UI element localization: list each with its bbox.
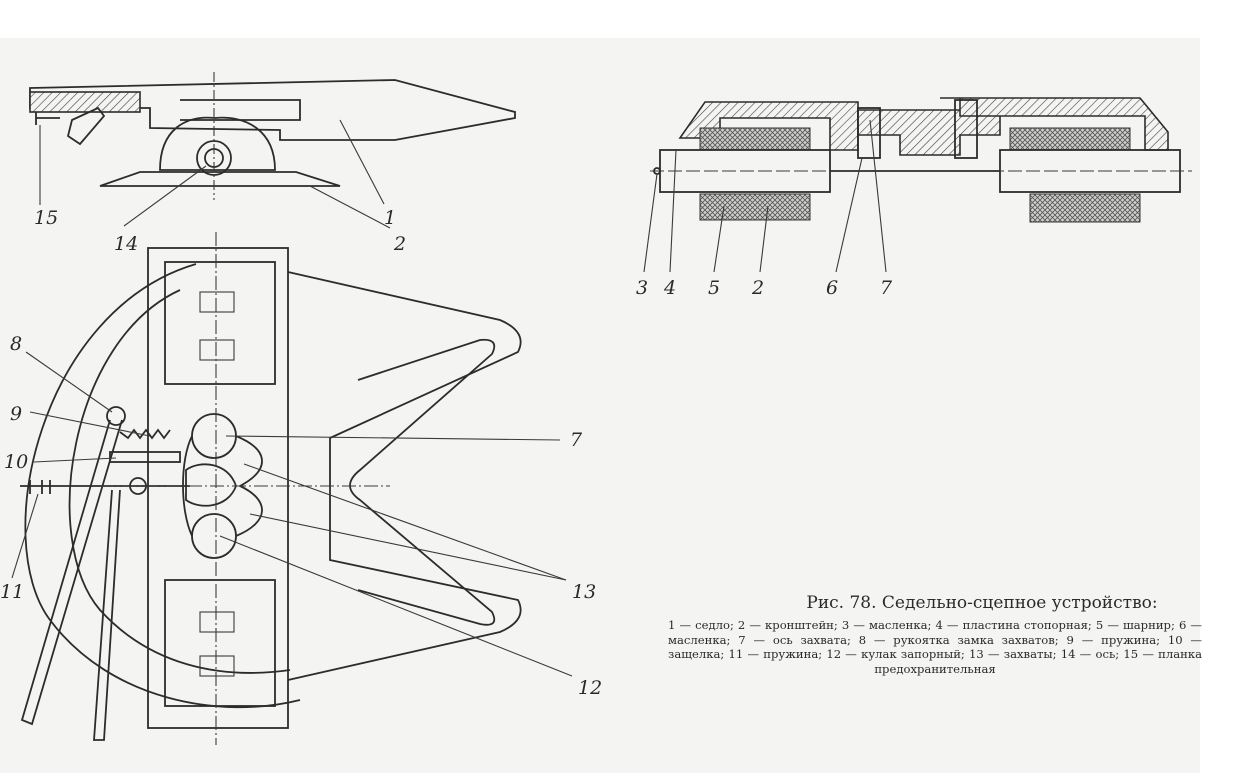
grip-axle-boss-right [954, 99, 978, 159]
saddle-slot [180, 99, 301, 121]
label-6: 6 [826, 277, 838, 299]
side-view: 15 14 1 2 [29, 72, 516, 255]
section-view: 3 4 5 2 6 7 [636, 97, 1192, 299]
lower-bearing-left [699, 193, 811, 221]
lock-handle-stub [66, 106, 106, 146]
leader-14 [123, 165, 207, 227]
label-12: 12 [578, 677, 602, 699]
leader-5 [713, 205, 725, 273]
grip-axle-lower [191, 513, 237, 559]
leader-6 [835, 157, 863, 273]
upper-block [164, 261, 276, 385]
leader-10 [33, 457, 117, 463]
saddle-wing-upper [287, 271, 522, 681]
pivot-bracket-body [159, 116, 276, 171]
label-14: 14 [114, 233, 138, 255]
lower-slot-1 [199, 611, 235, 633]
saddle-frame-outer [147, 247, 289, 729]
handle-pivot [106, 406, 126, 426]
lower-slot-2 [199, 655, 235, 677]
label-7-section: 7 [880, 277, 893, 299]
leader-13b [249, 513, 567, 581]
latch-10 [109, 451, 181, 463]
lower-bearing-right [1029, 193, 1141, 223]
safety-bar [35, 112, 60, 125]
label-2: 2 [393, 233, 406, 255]
lock-housing [29, 91, 141, 113]
bearing-pack-left [699, 127, 811, 151]
label-8: 8 [10, 333, 22, 355]
lock-handle-8 [20, 419, 123, 726]
label-5: 5 [708, 277, 720, 299]
label-10: 10 [4, 451, 28, 473]
plan-view: 8 9 10 11 7 13 12 [0, 232, 602, 745]
leader-11 [11, 493, 39, 579]
leader-2 [309, 185, 391, 229]
upper-slot-1 [199, 291, 235, 313]
upper-slot-2 [199, 339, 235, 361]
label-2-section: 2 [751, 277, 764, 299]
outer-arc [24, 263, 301, 709]
locking-cam [185, 463, 237, 507]
leader-8 [25, 351, 113, 413]
label-15: 15 [34, 207, 58, 229]
leader-2b [759, 205, 769, 273]
leader-9 [29, 411, 151, 437]
leader-7 [869, 119, 887, 273]
grip-axle-boss [857, 107, 881, 159]
label-13: 13 [572, 581, 596, 603]
inner-arc [68, 289, 291, 674]
spring-rod-11 [20, 480, 190, 494]
label-9: 9 [10, 403, 22, 425]
leader-1 [339, 119, 385, 205]
label-1: 1 [384, 207, 396, 229]
label-4: 4 [663, 277, 676, 299]
label-11: 11 [0, 581, 24, 603]
figure-caption-title: Рис. 78. Седельно-сцепное устройство: [806, 593, 1158, 613]
label-3: 3 [636, 277, 648, 299]
leader-13a [243, 463, 567, 581]
leader-4 [669, 149, 677, 273]
lock-spring-9 [119, 428, 171, 440]
figure-caption-legend: 1 — седло; 2 — кронштейн; 3 — масленка; … [668, 618, 1202, 676]
label-7-plan: 7 [570, 429, 583, 451]
leader-7-plan [225, 435, 561, 441]
leader-3 [643, 173, 658, 273]
coupling-throat [349, 338, 496, 626]
bearing-pack-right [1009, 127, 1131, 151]
handle-rod [93, 489, 121, 741]
lower-block [164, 579, 276, 707]
bracket-base [99, 171, 341, 187]
leader-12 [219, 535, 573, 677]
